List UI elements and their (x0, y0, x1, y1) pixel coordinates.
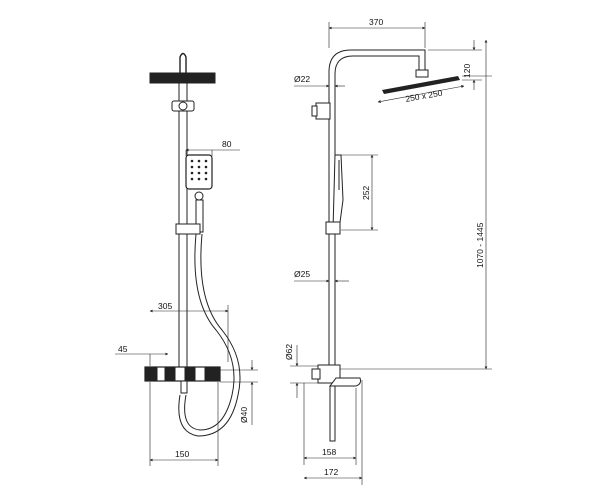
dim-1070-1445: 1070 - 1445 (340, 39, 492, 370)
dim-250x250-label: 250 x 250 (405, 88, 444, 104)
hand-shower-side (332, 154, 344, 231)
dim-370-label: 370 (369, 17, 383, 27)
dim-305: 305 (149, 301, 229, 362)
hose (184, 233, 235, 431)
dim-d25: Ø25 (294, 269, 349, 283)
dim-120: 120 (428, 40, 482, 90)
dim-d22-label: Ø22 (294, 74, 310, 84)
front-view: 80 305 45 Ø40 150 (115, 52, 258, 466)
dim-d25-label: Ø25 (294, 269, 310, 279)
diverter-knob-side (315, 102, 331, 120)
dim-45: 45 (115, 344, 169, 366)
thermostatic-mixer (144, 366, 221, 394)
dim-1070-1445-label: 1070 - 1445 (475, 222, 485, 268)
dim-150-label: 150 (175, 449, 189, 459)
dim-370: 370 (328, 17, 426, 48)
dim-158-label: 158 (322, 447, 336, 457)
slider-holder-side (325, 221, 341, 235)
dim-80-label: 80 (222, 139, 232, 149)
dim-172-label: 172 (324, 467, 338, 477)
dim-158: 158 (303, 383, 357, 465)
side-view: 370 120 250 x 250 Ø22 252 (284, 17, 492, 485)
slider-holder (175, 223, 201, 235)
hand-shower (185, 154, 213, 233)
dim-45-label: 45 (118, 344, 128, 354)
dim-120-label: 120 (462, 64, 472, 78)
dim-d62-label: Ø62 (284, 344, 294, 360)
dim-d62: Ø62 (284, 344, 318, 398)
dim-252: 252 (341, 154, 378, 231)
dim-d40: Ø40 (220, 360, 258, 425)
dim-150: 150 (149, 382, 219, 466)
dim-305-label: 305 (158, 301, 172, 311)
shower-arm (328, 49, 426, 373)
thermostatic-mixer-side (311, 364, 361, 442)
dim-80: 80 (185, 139, 240, 156)
riser-top-hook (179, 52, 187, 75)
dim-172: 172 (303, 380, 363, 485)
dim-d22: Ø22 (294, 74, 345, 88)
dim-252-label: 252 (361, 186, 371, 200)
dim-d40-label: Ø40 (239, 407, 249, 423)
